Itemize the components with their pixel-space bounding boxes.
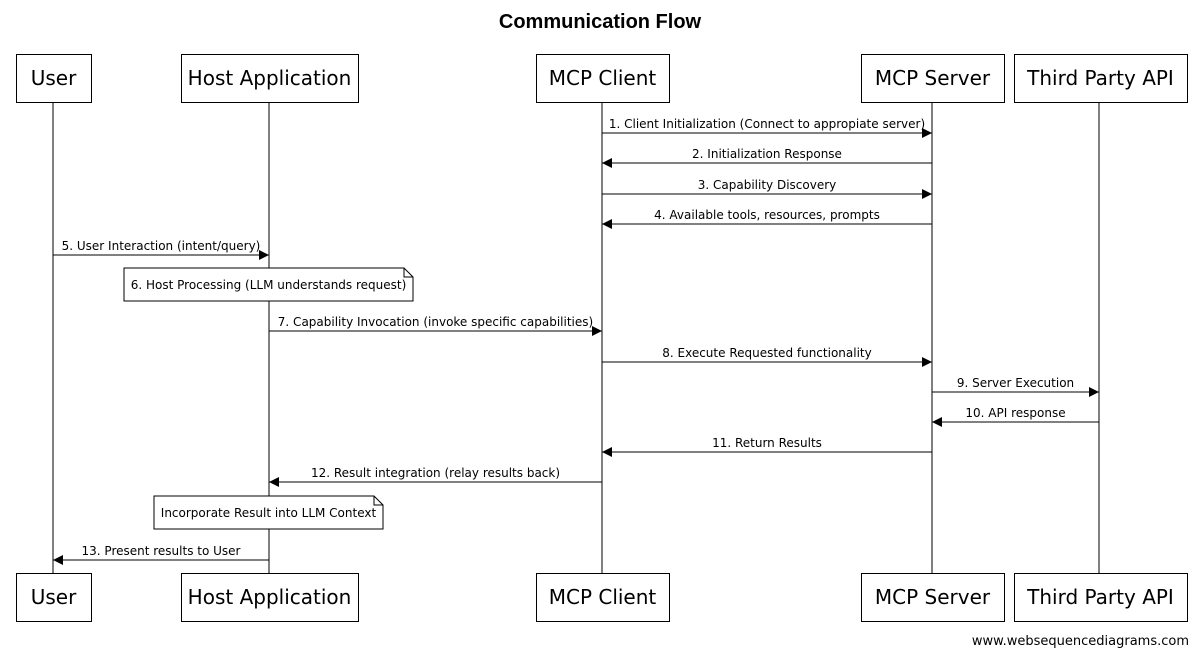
participant-api-top: Third Party API [1014,54,1188,103]
participant-client-bottom: MCP Client [536,573,670,622]
message-label: 1. Client Initialization (Connect to app… [609,117,925,131]
participant-api-bottom: Third Party API [1014,573,1188,622]
participant-label: Host Application [188,66,352,90]
message-7: 7. Capability Invocation (invoke specifi… [269,315,602,336]
participant-box [861,54,1005,103]
message-label: 13. Present results to User [82,544,241,558]
message-4: 4. Available tools, resources, prompts [602,208,932,229]
participant-label: User [31,66,77,90]
diagram-title: Communication Flow [499,11,702,33]
participant-footer-row: User Host Application MCP Client MCP Server… [16,573,1188,622]
participant-header-row: User Host Application MCP Client MCP Server… [16,54,1188,103]
participant-label: MCP Server [875,585,991,609]
note-label: Incorporate Result into LLM Context [161,506,377,520]
message-9: 9. Server Execution [932,376,1099,397]
message-label: 9. Server Execution [957,376,1074,390]
participant-box [16,573,92,622]
message-5: 5. User Interaction (intent/query) [53,239,269,260]
footer-watermark: www.websequencediagrams.com [972,634,1189,649]
message-label: 7. Capability Invocation (invoke specifi… [278,315,593,329]
message-1: 1. Client Initialization (Connect to app… [602,117,932,138]
participant-label: Host Application [188,585,352,609]
message-label: 12. Result integration (relay results ba… [311,466,560,480]
note: Incorporate Result into LLM Context [153,495,384,530]
participant-label: MCP Client [549,66,657,90]
participant-box [536,573,670,622]
message-label: 5. User Interaction (intent/query) [62,239,261,253]
participant-box [1014,573,1188,622]
participant-label: Third Party API [1026,66,1174,90]
participant-box [16,54,92,103]
participant-server-top: MCP Server [861,54,1005,103]
message-list: 1. Client Initialization (Connect to app… [53,117,1099,565]
message-3: 3. Capability Discovery [602,178,932,199]
message-2: 2. Initialization Response [602,147,932,168]
participant-host-top: Host Application [181,54,359,103]
participant-client-top: MCP Client [536,54,670,103]
participant-box [861,573,1005,622]
message-14: 13. Present results to User [53,544,269,565]
message-11: 11. Return Results [602,436,932,457]
note: 6. Host Processing (LLM understands requ… [123,267,414,302]
message-8: 8. Execute Requested functionality [602,346,932,367]
note-box [153,495,384,530]
participant-box [181,573,359,622]
message-label: 10. API response [965,406,1065,420]
participant-label: User [31,585,77,609]
message-12: 12. Result integration (relay results ba… [269,466,602,487]
participant-box [536,54,670,103]
message-label: 11. Return Results [712,436,822,450]
participant-user-top: User [16,54,92,103]
participant-server-bottom: MCP Server [861,573,1005,622]
participant-box [181,54,359,103]
message-label: 2. Initialization Response [692,147,842,161]
participant-host-bottom: Host Application [181,573,359,622]
participant-label: MCP Client [549,585,657,609]
message-label: 3. Capability Discovery [698,178,837,192]
message-label: 8. Execute Requested functionality [662,346,871,360]
participant-user-bottom: User [16,573,92,622]
note-label: 6. Host Processing (LLM understands requ… [131,278,407,292]
participant-box [1014,54,1188,103]
lifelines [52,102,1100,573]
participant-label: MCP Server [875,66,991,90]
message-10: 10. API response [932,406,1099,427]
participant-label: Third Party API [1026,585,1174,609]
message-label: 4. Available tools, resources, prompts [654,208,880,222]
note-box [123,267,414,302]
